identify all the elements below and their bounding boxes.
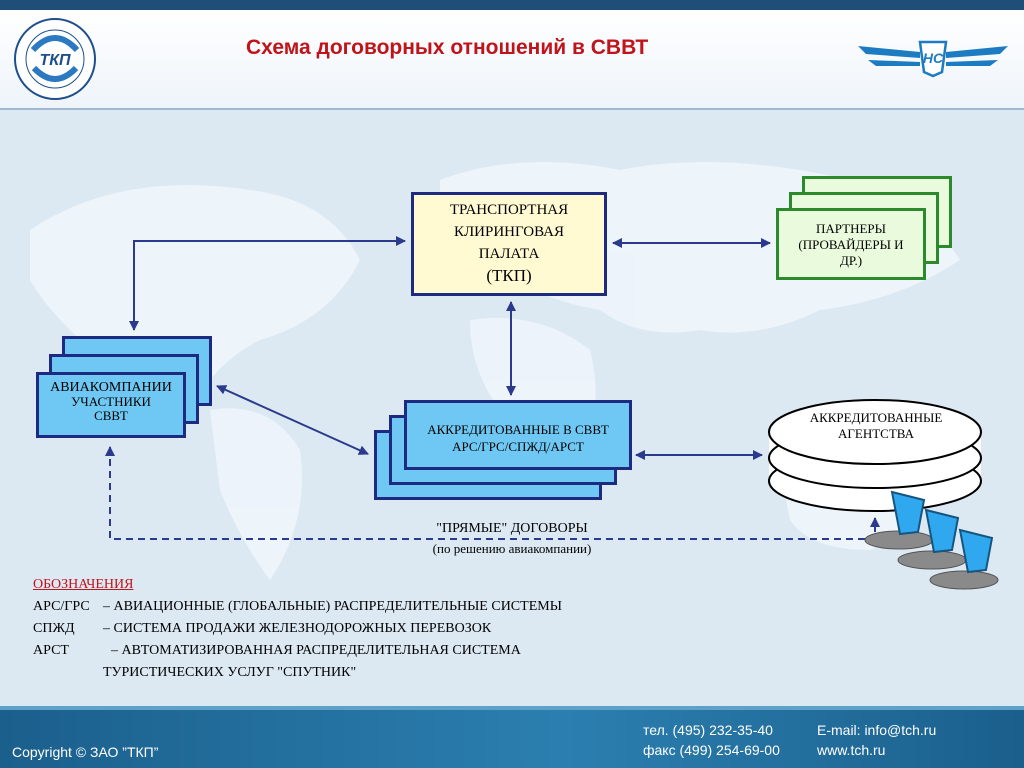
legend-value: – АВИАЦИОННЫЕ (ГЛОБАЛЬНЫЕ) РАСПРЕДЕЛИТЕЛ… xyxy=(103,599,562,614)
computer-icon xyxy=(864,490,934,550)
tkp-line-2: КЛИРИНГОВАЯ xyxy=(453,224,565,240)
agencies-line-2: АГЕНТСТВА xyxy=(837,426,915,441)
web-block: E-mail: info@tch.ru www.tch.ru xyxy=(817,720,936,760)
direct-line-1: "ПРЯМЫЕ" ДОГОВОРЫ xyxy=(436,521,588,536)
phone-block: тел. (495) 232-35-40 факс (499) 254-69-0… xyxy=(643,720,780,760)
logo-left-text: ТКП xyxy=(39,52,71,69)
footer-band xyxy=(0,706,1024,712)
partners-line-3: ДР.) xyxy=(839,253,863,268)
legend-value: – АВТОМАТИЗИРОВАННАЯ РАСПРЕДЕЛИТЕЛЬНАЯ С… xyxy=(111,643,521,658)
tkp-line-1: ТРАНСПОРТНАЯ xyxy=(449,202,569,218)
arrow-airlines-accredited xyxy=(216,385,369,455)
accredited-line-1: АККРЕДИТОВАННЫЕ В СВВТ xyxy=(427,422,609,437)
legend-item: АРС/ГРС – АВИАЦИОННЫЕ (ГЛОБАЛЬНЫЕ) РАСПРЕ… xyxy=(33,598,562,620)
dashed-direct-contracts xyxy=(105,446,880,540)
page-title: Схема договорных отношений в СВВТ xyxy=(246,36,649,59)
email-link[interactable]: E-mail: info@tch.ru xyxy=(817,722,937,738)
agencies-label: АККРЕДИТОВАННЫЕ АГЕНТСТВА xyxy=(770,410,982,442)
tkp-abbreviation: (ТКП) xyxy=(486,266,532,285)
airlines-box: АВИАКОМПАНИИ УЧАСТНИКИ СВВТ xyxy=(36,372,186,438)
legend-item: СПЖД – СИСТЕМА ПРОДАЖИ ЖЕЛЕЗНОДОРОЖНЫХ ПЕ… xyxy=(33,620,562,642)
agencies-line-1: АККРЕДИТОВАННЫЕ xyxy=(809,410,943,425)
terminal-icons xyxy=(864,490,999,590)
partners-box: ПАРТНЕРЫ (ПРОВАЙДЕРЫ И ДР.) xyxy=(776,208,926,280)
direct-contracts-label: "ПРЯМЫЕ" ДОГОВОРЫ (по решению авиакомпан… xyxy=(380,519,644,559)
header xyxy=(0,10,1024,110)
logo-right-text: НС xyxy=(923,50,944,66)
legend-key: АРС/ГРС xyxy=(33,599,90,614)
computer-icon xyxy=(897,508,967,570)
legend-value: – СИСТЕМА ПРОДАЖИ ЖЕЛЕЗНОДОРОЖНЫХ ПЕРЕВО… xyxy=(103,621,492,636)
legend-item: АРСТ – АВТОМАТИЗИРОВАННАЯ РАСПРЕДЕЛИТЕЛЬН… xyxy=(33,642,562,664)
phone-text: тел. (495) 232-35-40 xyxy=(643,722,773,738)
accredited-line-2: АРС/ГРС/СПЖД/АРСТ xyxy=(452,439,584,454)
airlines-line-3: СВВТ xyxy=(94,408,128,423)
legend-key: АРСТ xyxy=(33,643,69,658)
airlines-line-2: УЧАСТНИКИ xyxy=(71,394,151,409)
copyright-text: Copyright © ЗАО ”ТКП” xyxy=(12,744,159,760)
legend-continuation: ТУРИСТИЧЕСКИХ УСЛУГ "СПУТНИК" xyxy=(103,665,357,680)
agencies-disc-stack xyxy=(768,399,982,512)
computer-icon xyxy=(929,528,999,590)
website-link[interactable]: www.tch.ru xyxy=(817,742,886,758)
legend: ОБОЗНАЧЕНИЯ АРС/ГРС – АВИАЦИОННЫЕ (ГЛОБАЛ… xyxy=(33,576,562,682)
legend-key: СПЖД xyxy=(33,621,75,636)
tkp-line-3: ПАЛАТА xyxy=(478,246,540,262)
tkp-logo: ТКП xyxy=(14,18,96,100)
direct-line-2: (по решению авиакомпании) xyxy=(432,541,592,556)
airlines-line-1: АВИАКОМПАНИИ xyxy=(50,380,172,395)
accredited-systems-box: АККРЕДИТОВАННЫЕ В СВВТ АРС/ГРС/СПЖД/АРСТ xyxy=(404,400,632,470)
ns-wings-logo: НС xyxy=(858,40,1008,78)
partners-line-2: (ПРОВАЙДЕРЫ И xyxy=(798,237,904,252)
arrow-tkp-airlines xyxy=(129,236,406,331)
footer xyxy=(0,710,1024,768)
partners-line-1: ПАРТНЕРЫ xyxy=(815,221,886,236)
top-band xyxy=(0,0,1024,10)
legend-title: ОБОЗНАЧЕНИЯ xyxy=(33,577,134,592)
header-divider xyxy=(0,108,1024,110)
fax-text: факс (499) 254-69-00 xyxy=(643,742,780,758)
tkp-box: ТРАНСПОРТНАЯ КЛИРИНГОВАЯ ПАЛАТА (ТКП) xyxy=(411,192,607,296)
